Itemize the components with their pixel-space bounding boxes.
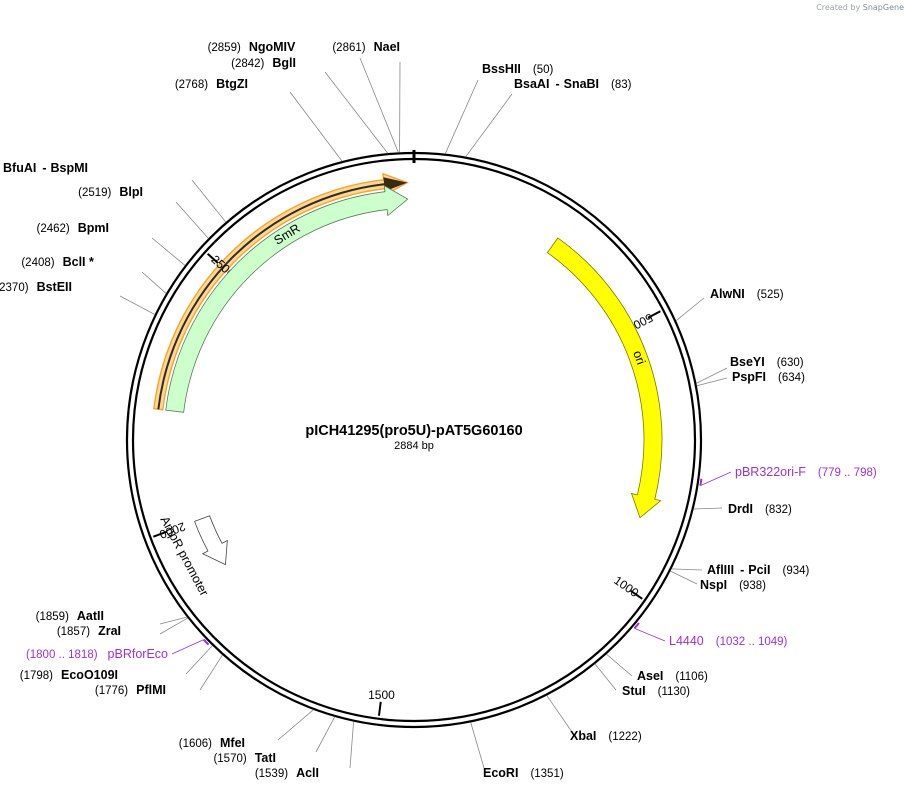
site-bseyi[interactable]: BseYI(630) [730,355,804,369]
site-nspi[interactable]: NspI(938) [700,578,766,592]
site-bsshii-leader [444,79,479,154]
tick-mark-500 [647,310,661,319]
feature-ori-arrow[interactable] [546,237,663,519]
site-bpmi-leader [151,237,186,266]
feature-ampr-promoter-arrow[interactable] [194,515,228,566]
site-xbai-leader [546,695,573,733]
snapgene-credit: Created by SnapGene [816,3,904,12]
site-bsaai-leader [465,93,513,157]
site-bcli[interactable]: (2408)BclI * [21,255,94,269]
backbone [125,150,703,729]
site-blpi-leader [175,201,209,239]
tick-mark-1500 [377,701,382,716]
site-acli[interactable]: (1539)AclI [255,766,319,780]
site-ecoo109i[interactable]: (1798)EcoO109I [20,668,118,682]
tick-mark-2000 [152,530,167,538]
site-blpi[interactable]: (2519)BlpI [78,185,143,199]
feature-smr-arrow[interactable] [165,184,409,413]
site-ecoo109i-leader [185,645,213,675]
primer-l4440-mark[interactable] [633,622,640,630]
site-afliii-leader [671,568,703,571]
primer-pbrforeco[interactable]: (1800 .. 1818)pBRforEco [26,647,168,661]
site-asei[interactable]: AseI(1106) [637,669,708,683]
site-drdi[interactable]: DrdI(832) [728,502,792,516]
site-mfei-leader [277,709,314,741]
site-bpmi[interactable]: (2462)BpmI [37,221,110,235]
tick-mark-2500 [206,252,219,264]
primer-pbrforeco-leader [171,639,204,655]
site-aatii-leader [159,616,187,625]
site-pflmi[interactable]: (1776)PflMI [95,683,166,697]
site-alwni[interactable]: AlwNI(525) [710,287,784,301]
site-pspfi-leader [696,377,728,387]
site-bsteii[interactable]: (2370)BstEII [0,280,72,294]
site-bgli-leader [324,71,389,154]
site-stui-leader [594,663,617,691]
highlight-layer [153,172,409,411]
snapgene-brand: SnapGene [862,3,904,12]
site-ngomiv-leader [359,57,399,153]
site-acli-leader [349,721,354,769]
site-nspi-leader [670,570,698,585]
site-bfuai-leader [191,179,227,223]
site-bfuai[interactable]: (2557)BfuAI-BspMI [0,161,88,175]
primer-layer: pBR322ori-F(779 .. 798) L4440(1032 .. 104… [26,465,877,661]
site-zrai-leader [159,617,188,635]
primer-l4440[interactable]: L4440(1032 .. 1049) [669,634,788,648]
tick-label-1500: 1500 [368,688,395,702]
site-bseyi-leader [696,367,728,384]
site-xbai[interactable]: XbaI(1222) [570,729,642,743]
site-layer: (2861)NaeI (2859)NgoMIV (2842)BglI (2768)Bt… [0,40,810,780]
primer-pbr322orif-leader [700,471,732,486]
feature-ori-label: ori [630,349,648,367]
site-tati[interactable]: (1570)TatI [213,751,276,765]
site-pflmi-leader [199,654,223,691]
site-bcli-leader [141,271,167,294]
site-drdi-leader [693,507,723,510]
site-alwni-leader [675,297,705,322]
site-ecori-leader [470,722,485,769]
site-bgli[interactable]: (2842)BglI [231,56,296,70]
site-stui[interactable]: StuI(1130) [622,684,690,698]
site-naei[interactable]: (2861)NaeI [332,40,400,54]
site-btgzi-leader [289,91,343,162]
site-pspfi[interactable]: PspFI(634) [732,370,805,384]
site-bsteii-leader [119,295,155,315]
site-ngomiv[interactable]: (2859)NgoMIV [208,40,296,54]
site-mfei[interactable]: (1606)MfeI [179,736,245,750]
credit-prefix: Created by [816,3,861,12]
site-bsshii[interactable]: BssHII(50) [482,62,554,76]
site-tati-leader [315,716,336,753]
primer-l4440-leader [634,627,666,642]
primer-pbr322orif-mark[interactable] [699,478,703,486]
primer-pbrforeco-mark[interactable] [202,638,210,646]
site-ecori[interactable]: EcoRI(1351) [483,766,564,780]
site-aatii[interactable]: (1859)AatII [36,609,104,623]
site-afliii[interactable]: AflIII-PciI(934) [707,563,810,577]
site-asei-leader [606,653,633,677]
primer-pbr322orif[interactable]: pBR322ori-F(779 .. 798) [735,465,877,479]
site-zrai[interactable]: (1857)ZraI [57,624,121,638]
plasmid-name: pICH41295(pro5U)-pAT5G60160 [305,423,522,439]
site-btgzi[interactable]: (2768)BtgZI [175,77,248,91]
tick-mark-1000 [630,589,643,600]
site-bsaai[interactable]: BsaAI-SnaBI(83) [514,77,632,91]
plasmid-length: 2884 bp [394,440,434,452]
